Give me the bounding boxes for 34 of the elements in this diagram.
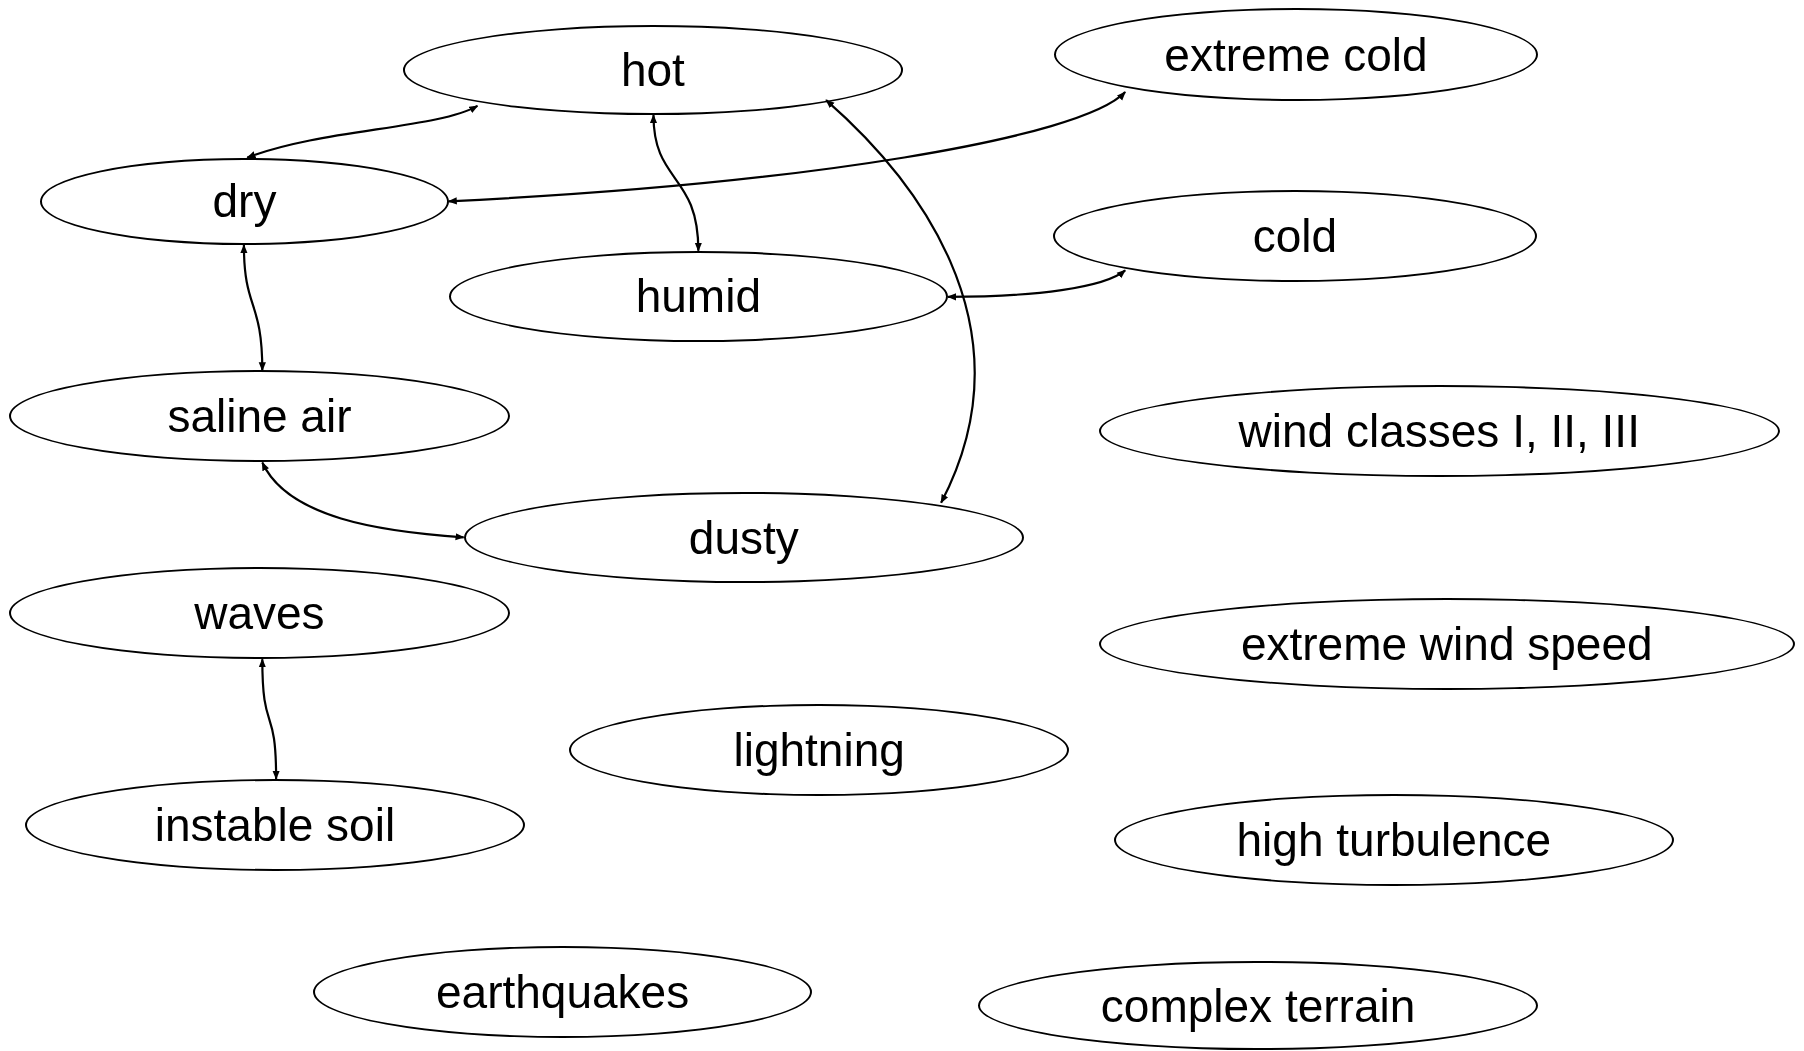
node-label: wind classes I, II, III <box>1238 408 1640 455</box>
arrow <box>261 461 465 541</box>
arrow <box>240 244 266 372</box>
node-label: humid <box>635 273 761 320</box>
ellipse-node <box>1098 598 1795 691</box>
arrow <box>258 658 280 780</box>
node-label: hot <box>620 47 685 94</box>
ellipse-node <box>977 960 1539 1051</box>
ellipse-node <box>312 945 813 1038</box>
node-label: extreme cold <box>1164 31 1428 78</box>
arrow <box>825 99 976 504</box>
ellipse-node <box>402 25 904 116</box>
arrow <box>246 104 479 159</box>
arrow <box>650 114 702 252</box>
ellipse-node <box>448 250 948 342</box>
node-label: waves <box>194 590 325 637</box>
node-label: lightning <box>733 727 905 774</box>
node-label: instable soil <box>154 801 396 848</box>
ellipse-node <box>1098 385 1780 478</box>
ellipse-node <box>9 370 510 463</box>
ellipse-node <box>463 492 1024 584</box>
ellipse-node <box>569 704 1069 797</box>
arrow <box>947 269 1126 301</box>
node-label: extreme wind speed <box>1240 621 1653 668</box>
ellipse-node <box>1052 189 1538 282</box>
ellipse-node <box>9 567 510 660</box>
node-label: cold <box>1252 212 1338 259</box>
node-label: saline air <box>167 393 352 440</box>
ellipse-node <box>1113 793 1674 886</box>
ellipse-node <box>40 157 449 246</box>
ellipse-node <box>1053 8 1539 102</box>
ellipse-node <box>25 778 525 871</box>
arrow <box>447 91 1126 205</box>
node-label: dry <box>212 178 277 225</box>
